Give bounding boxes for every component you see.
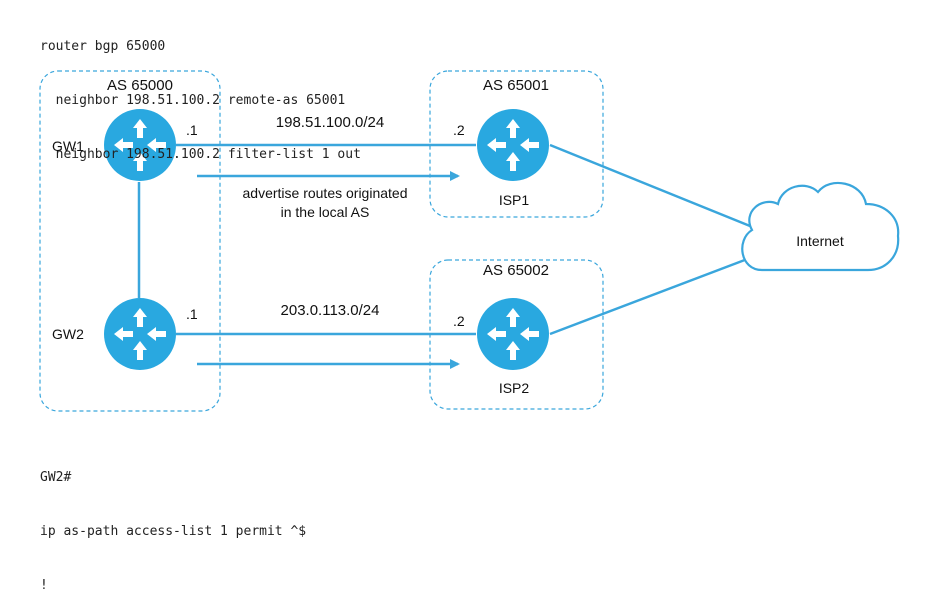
annotation-line: advertise routes originated (242, 185, 408, 201)
as-path-config-block: GW2# ip as-path access-list 1 permit ^$ … (40, 433, 306, 613)
as-65000-boundary (39, 70, 221, 412)
gw1-label: GW1 (52, 138, 84, 154)
gw2-label: GW2 (52, 326, 84, 342)
as-65002-label: AS 65002 (483, 262, 549, 279)
isp1-label: ISP1 (498, 192, 530, 208)
isp2-internet-link (549, 256, 751, 336)
network-diagram (39, 70, 900, 412)
bottom-subnet-label: 203.0.113.0/24 (280, 302, 380, 319)
gw2-address-label: .1 (186, 306, 198, 322)
as-65001-label: AS 65001 (483, 77, 549, 94)
internet-cloud-icon (741, 182, 900, 272)
isp2-label: ISP2 (498, 380, 530, 396)
router-icon-gw2 (104, 298, 176, 370)
annotation-line: in the local AS (280, 204, 370, 220)
router-icon-isp2 (477, 298, 549, 370)
as-65001-boundary (429, 70, 604, 218)
config-line: GW2# (40, 470, 72, 485)
advertise-annotation: advertise routes originated in the local… (243, 184, 408, 222)
config-line: ip as-path access-list 1 permit ^$ (40, 524, 307, 539)
isp1-internet-link (549, 143, 751, 228)
bgp-config-block: router bgp 65000 neighbor 198.51.100.2 r… (40, 2, 361, 182)
config-line: ! (40, 578, 48, 593)
gw1-address-label: .1 (186, 122, 198, 138)
as-65000-label: AS 65000 (107, 77, 173, 94)
internet-label: Internet (796, 233, 844, 249)
router-icon-isp1 (477, 109, 549, 181)
isp1-address-label: .2 (453, 122, 465, 138)
isp2-address-label: .2 (453, 313, 465, 329)
config-line: neighbor 198.51.100.2 filter-list 1 out (40, 147, 361, 162)
top-subnet-label: 198.51.100.0/24 (275, 114, 385, 131)
config-line: neighbor 198.51.100.2 remote-as 65001 (40, 93, 346, 108)
config-line: router bgp 65000 (40, 39, 166, 54)
